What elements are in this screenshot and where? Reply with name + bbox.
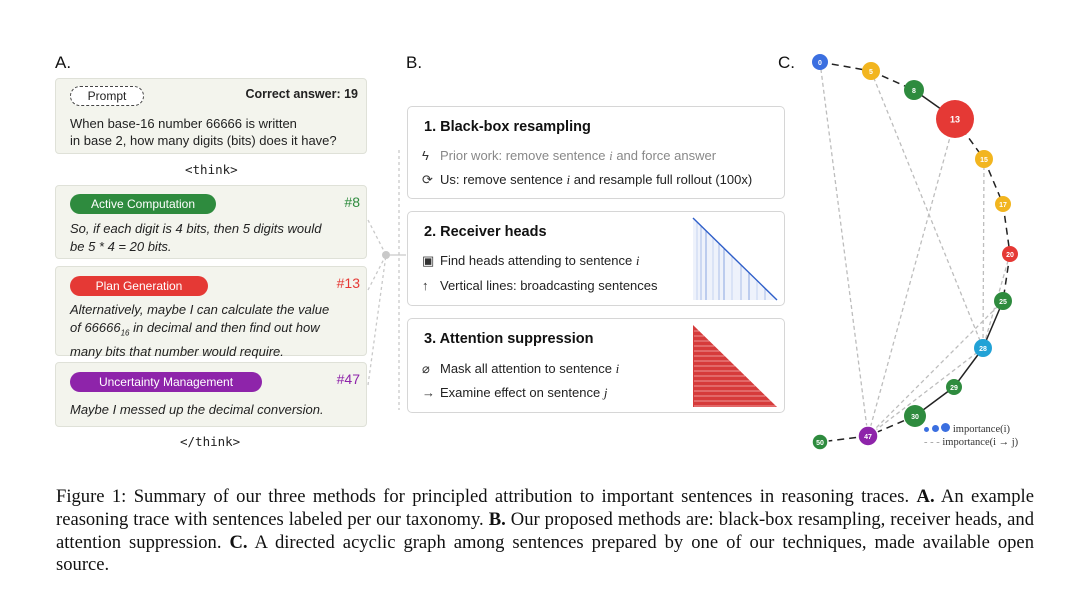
legend-edge-label: importance(i → j)	[942, 437, 1019, 448]
trace-card-plan-generation: Plan Generation #13 Alternatively, maybe…	[55, 266, 367, 359]
sentence-text: Maybe I messed up the decimal conversion…	[70, 402, 324, 417]
graph-chain-edge	[819, 61, 872, 72]
heads-icon: ▣	[422, 253, 435, 268]
graph-node-20: 20	[1002, 246, 1018, 262]
sentence-text: So, if each digit is 4 bits, then 5 digi…	[70, 221, 322, 254]
think-close-tag: </think>	[180, 434, 241, 449]
sentence-text: Alternatively, maybe I can calculate the…	[70, 302, 330, 359]
method-line: ⟳Us: remove sentence i and resample full…	[422, 172, 753, 187]
mask-icon: ⌀	[422, 361, 430, 376]
think-open-tag: <think>	[185, 162, 238, 177]
graph-node-25: 25	[994, 292, 1012, 310]
graph-dependency-edge	[867, 118, 956, 437]
attention-suppression-heatmap	[693, 325, 777, 407]
graph-legend: importance(i) - - - importance(i → j)	[924, 423, 1018, 448]
prompt-pill: Prompt	[70, 86, 144, 106]
panel-label-a: A.	[55, 53, 72, 72]
connector-lines	[367, 150, 406, 410]
category-pill: Active Computation	[70, 194, 216, 214]
graph-node-label: 13	[950, 115, 960, 125]
correct-answer: Correct answer: 19	[245, 87, 358, 101]
prompt-question: When base-16 number 66666 is written in …	[70, 116, 337, 148]
caption-figure-label: Figure 1:	[56, 486, 127, 507]
method-line: →Examine effect on sentence j	[422, 385, 608, 400]
arrow-right-icon: →	[422, 385, 435, 400]
graph-node-47: 47	[857, 425, 879, 447]
method-line: ▣Find heads attending to sentence i	[422, 253, 640, 268]
graph-node-label: 17	[999, 202, 1007, 209]
graph-chain-edge	[1002, 203, 1011, 255]
graph-dependency-edge	[867, 300, 1004, 437]
graph-chain-edge	[983, 158, 1004, 205]
graph-node-17: 17	[995, 196, 1011, 212]
legend-dot-small	[924, 427, 929, 432]
sentence-graph: 0 5 8 13 15 17 20 25 28 29 30 47 50	[811, 54, 1018, 451]
category-pill: Plan Generation	[70, 276, 208, 296]
method-receiver-heads: 2. Receiver heads ▣Find heads attending …	[407, 211, 785, 306]
method-title: 2. Receiver heads	[424, 224, 547, 240]
graph-dependency-edge	[870, 70, 984, 349]
graph-dependency-edge	[867, 347, 984, 437]
graph-node-label: 29	[950, 385, 958, 392]
trace-card-uncertainty-management: Uncertainty Management #47 Maybe I messe…	[55, 362, 367, 427]
graph-node-label: 20	[1006, 252, 1014, 259]
graph-node-label: 15	[980, 157, 988, 164]
legend-dot-medium	[931, 425, 939, 432]
graph-node-label: 30	[911, 414, 919, 421]
arrow-up-icon: ↑	[422, 278, 429, 293]
receiver-heads-heatmap	[692, 217, 778, 301]
graph-node-label: 25	[999, 299, 1007, 306]
prompt-card: Prompt Correct answer: 19 When base-16 n…	[55, 78, 367, 154]
graph-dependency-edge	[982, 253, 1011, 349]
resample-icon: ⟳	[422, 172, 433, 187]
method-line: ↑Vertical lines: broadcasting sentences	[422, 278, 658, 293]
graph-node-28: 28	[974, 339, 992, 357]
trace-card-active-computation: Active Computation #8 So, if each digit …	[55, 185, 367, 259]
figure-caption: Figure 1: Summary of our three methods f…	[56, 486, 1034, 576]
sentence-number: #13	[336, 275, 360, 291]
graph-dependency-edge	[819, 61, 869, 437]
legend-dash: - - -	[924, 437, 940, 448]
method-attention-suppression: 3. Attention suppression ⌀Mask all atten…	[407, 318, 785, 413]
graph-node-50: 50	[811, 433, 829, 451]
method-title: 3. Attention suppression	[424, 331, 594, 347]
graph-node-8: 8	[904, 80, 924, 100]
method-title: 1. Black-box resampling	[424, 119, 591, 135]
legend-dot-large	[941, 423, 951, 432]
legend-node-label: importance(i)	[952, 424, 1011, 435]
graph-node-label: 0	[818, 60, 822, 67]
sentence-number: #47	[336, 371, 360, 387]
panel-label-c: C.	[778, 53, 795, 72]
sentence-number: #8	[344, 194, 360, 210]
graph-node-15: 15	[975, 150, 993, 168]
panel-label-b: B.	[406, 53, 423, 72]
category-pill: Uncertainty Management	[70, 372, 262, 392]
graph-node-30: 30	[904, 405, 926, 427]
graph-node-5: 5	[862, 62, 880, 80]
graph-dependency-edge	[982, 158, 985, 349]
graph-node-29: 29	[946, 379, 962, 395]
method-line: ⌀Mask all attention to sentence i	[422, 361, 620, 376]
graph-node-label: 50	[816, 440, 824, 447]
graph-node-label: 8	[912, 88, 916, 95]
lightning-icon: ϟ	[422, 148, 429, 163]
graph-node-0: 0	[812, 54, 828, 70]
graph-node-13: 13	[936, 100, 974, 138]
graph-node-label: 47	[864, 434, 872, 441]
graph-node-label: 28	[979, 346, 987, 353]
graph-node-label: 5	[869, 69, 873, 76]
